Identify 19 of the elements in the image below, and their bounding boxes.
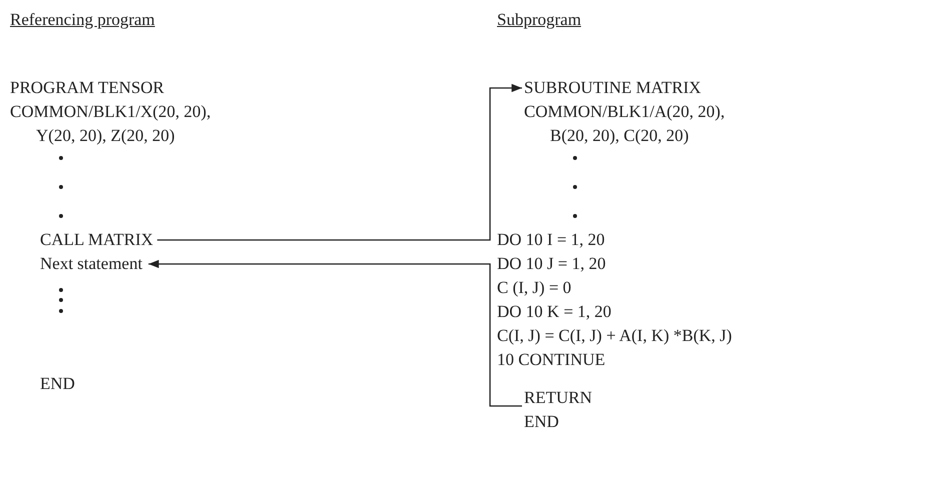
arrow [157,84,522,241]
code-line: Next statement [40,252,142,276]
code-line: COMMON/BLK1/A(20, 20), B(20, 20), C(20, 20) [524,101,726,147]
column-heading: Subprogram [497,9,582,31]
code-line: END [40,373,75,395]
code-line: DO 10 K = 1, 20 [497,301,612,323]
column-heading: Referencing program [10,9,155,31]
code-line: C(I, J) = C(I, J) + A(I, K) *B(K, J) [497,325,732,347]
arrow [148,260,522,407]
code-line: DO 10 I = 1, 20 [497,229,605,251]
code-line: COMMON/BLK1/X(20, 20), Y(20, 20), Z(20, 20) [10,101,212,147]
code-line: C (I, J) = 0 [497,277,572,299]
code-line: RETURN [524,386,592,410]
code-line: CALL MATRIX [40,228,154,252]
code-line: DO 10 J = 1, 20 [497,253,606,275]
code-line: END [524,411,559,433]
code-line: PROGRAM TENSOR [10,77,164,99]
code-line: SUBROUTINE MATRIX [524,76,702,100]
code-line: 10 CONTINUE [497,349,606,371]
